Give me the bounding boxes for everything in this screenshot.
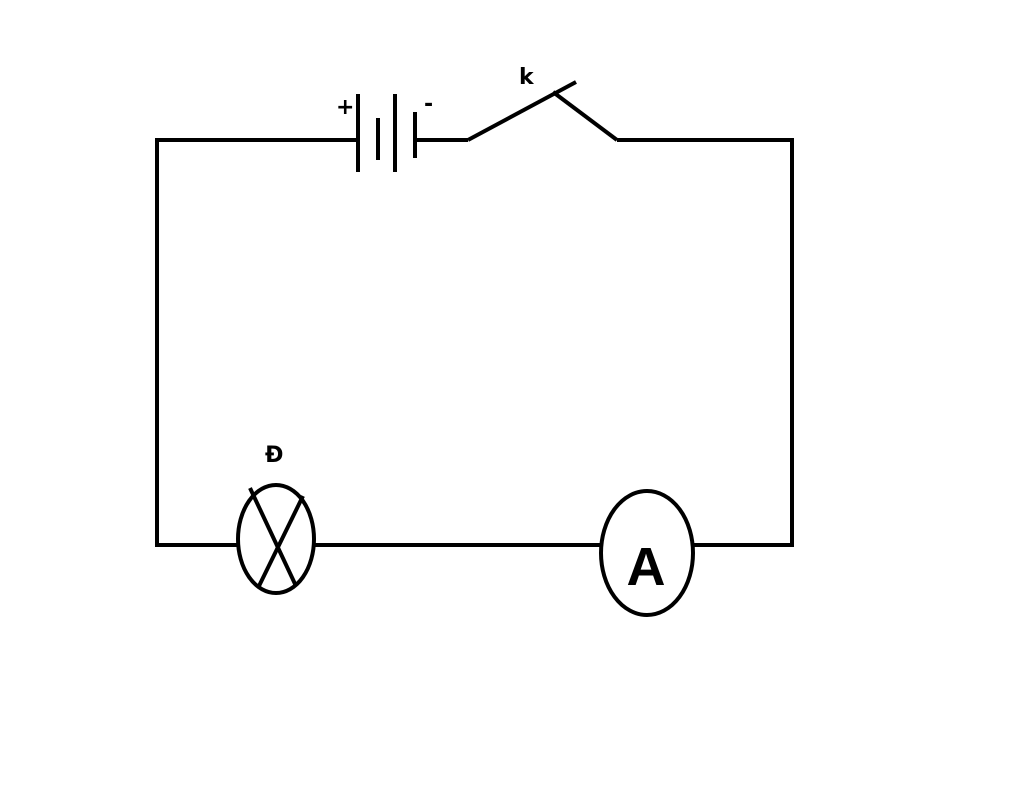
switch-symbol: k: [467, 65, 619, 142]
switch-contact: [551, 90, 619, 142]
battery-negative-label: -: [424, 92, 433, 117]
circuit-wires: [155, 138, 794, 547]
lamp-cross-1: [248, 487, 298, 587]
switch-blade: [467, 80, 577, 142]
switch-label: k: [519, 65, 535, 90]
lamp-label: Đ: [265, 443, 283, 468]
battery-positive-label: +: [336, 95, 354, 120]
ammeter-label: A: [627, 537, 666, 597]
wire-top-left: [155, 138, 358, 547]
ammeter-symbol: A: [599, 489, 695, 617]
lamp-symbol: Đ: [236, 443, 316, 595]
lamp-cross-2: [257, 495, 305, 587]
ammeter-circle: [599, 489, 695, 617]
lamp-circle: [236, 483, 316, 595]
wire-right: [617, 138, 794, 547]
battery-symbol: + -: [336, 92, 433, 172]
